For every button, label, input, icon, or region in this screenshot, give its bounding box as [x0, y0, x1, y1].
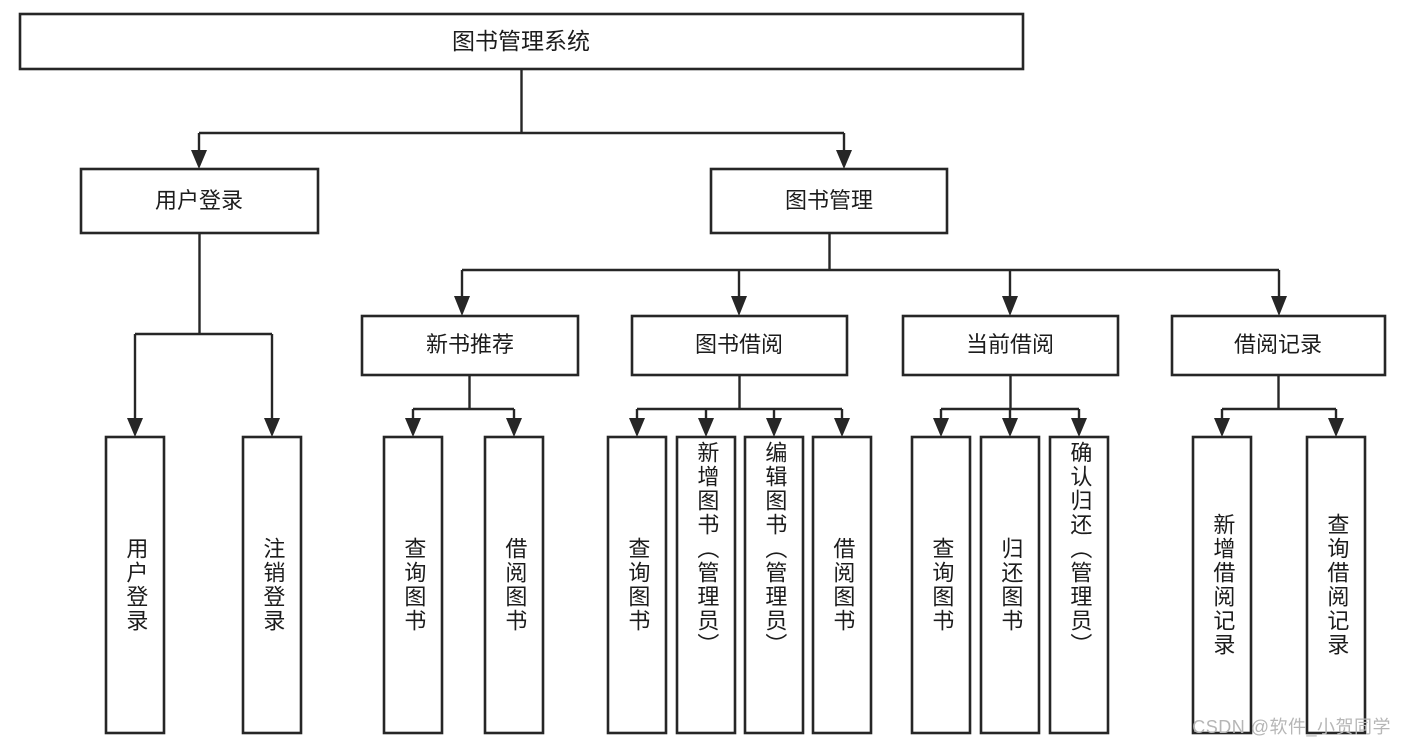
arrow-head-bookborrow-leaf1 — [698, 418, 714, 437]
node-user-login-box[interactable] — [79, 167, 320, 235]
node-borrow-records-label: 借阅记录 — [1234, 332, 1322, 357]
arrow-head-currentborrow-leaf1 — [1002, 418, 1018, 437]
leaf-box-new-book-recommend-1[interactable] — [483, 435, 545, 735]
arrow-head-bookborrow-leaf3 — [834, 418, 850, 437]
arrow-head-borrow-records — [1271, 296, 1287, 316]
arrow-head-book-borrow — [731, 296, 747, 316]
arrow-head-newbook-leaf0 — [405, 418, 421, 437]
nodes-group: 图书管理系统 用户登录 图书管理 新书推荐 图书借阅 当前借阅 借阅记录 — [18, 12, 1387, 735]
arrow-head-new-book-recommend — [454, 296, 470, 316]
leaf-box-book-borrow-2[interactable] — [743, 435, 805, 735]
leaf-box-new-book-recommend-0[interactable] — [382, 435, 444, 735]
arrow-head-book-mgmt — [836, 150, 852, 169]
leaf-box-book-borrow-3[interactable] — [811, 435, 873, 735]
arrow-head-bookborrow-leaf2 — [766, 418, 782, 437]
leaf-box-user-login-1[interactable] — [241, 435, 303, 735]
node-current-borrow-box[interactable] — [901, 314, 1120, 377]
node-current-borrow-label: 当前借阅 — [966, 332, 1054, 357]
node-borrow-records-box[interactable] — [1170, 314, 1387, 377]
arrow-head-currentborrow-leaf2 — [1071, 418, 1087, 437]
arrow-head-borrowrecords-leaf1 — [1328, 418, 1344, 437]
node-new-book-recommend-label: 新书推荐 — [426, 332, 514, 357]
node-root-box[interactable] — [18, 12, 1025, 71]
leaf-box-current-borrow-2[interactable] — [1048, 435, 1110, 735]
leaf-box-current-borrow-0[interactable] — [910, 435, 972, 735]
arrow-head-bookborrow-leaf0 — [629, 418, 645, 437]
node-book-management-box[interactable] — [709, 167, 949, 235]
leaf-box-user-login-0[interactable] — [104, 435, 166, 735]
node-root-label: 图书管理系统 — [452, 28, 590, 54]
arrow-head-user-login — [191, 150, 207, 169]
connectors-group — [127, 69, 1344, 437]
node-new-book-recommend-box[interactable] — [360, 314, 580, 377]
arrow-head-userlogin-leaf1 — [264, 418, 280, 437]
arrow-head-current-borrow — [1002, 296, 1018, 316]
arrow-head-currentborrow-leaf0 — [933, 418, 949, 437]
node-book-borrow-label: 图书借阅 — [695, 332, 783, 357]
leaf-box-current-borrow-1[interactable] — [979, 435, 1041, 735]
arrow-head-newbook-leaf1 — [506, 418, 522, 437]
node-book-management-label: 图书管理 — [785, 188, 873, 213]
node-book-borrow-box[interactable] — [630, 314, 849, 377]
leaf-box-borrow-records-1[interactable] — [1305, 435, 1367, 735]
arrow-head-userlogin-leaf0 — [127, 418, 143, 437]
node-user-login-label: 用户登录 — [155, 188, 243, 213]
leaf-box-book-borrow-1[interactable] — [675, 435, 737, 735]
leaf-box-book-borrow-0[interactable] — [606, 435, 668, 735]
leaf-box-borrow-records-0[interactable] — [1191, 435, 1253, 735]
watermark-text: CSDN @软件_小贺同学 — [1192, 717, 1391, 737]
arrow-head-borrowrecords-leaf0 — [1214, 418, 1230, 437]
